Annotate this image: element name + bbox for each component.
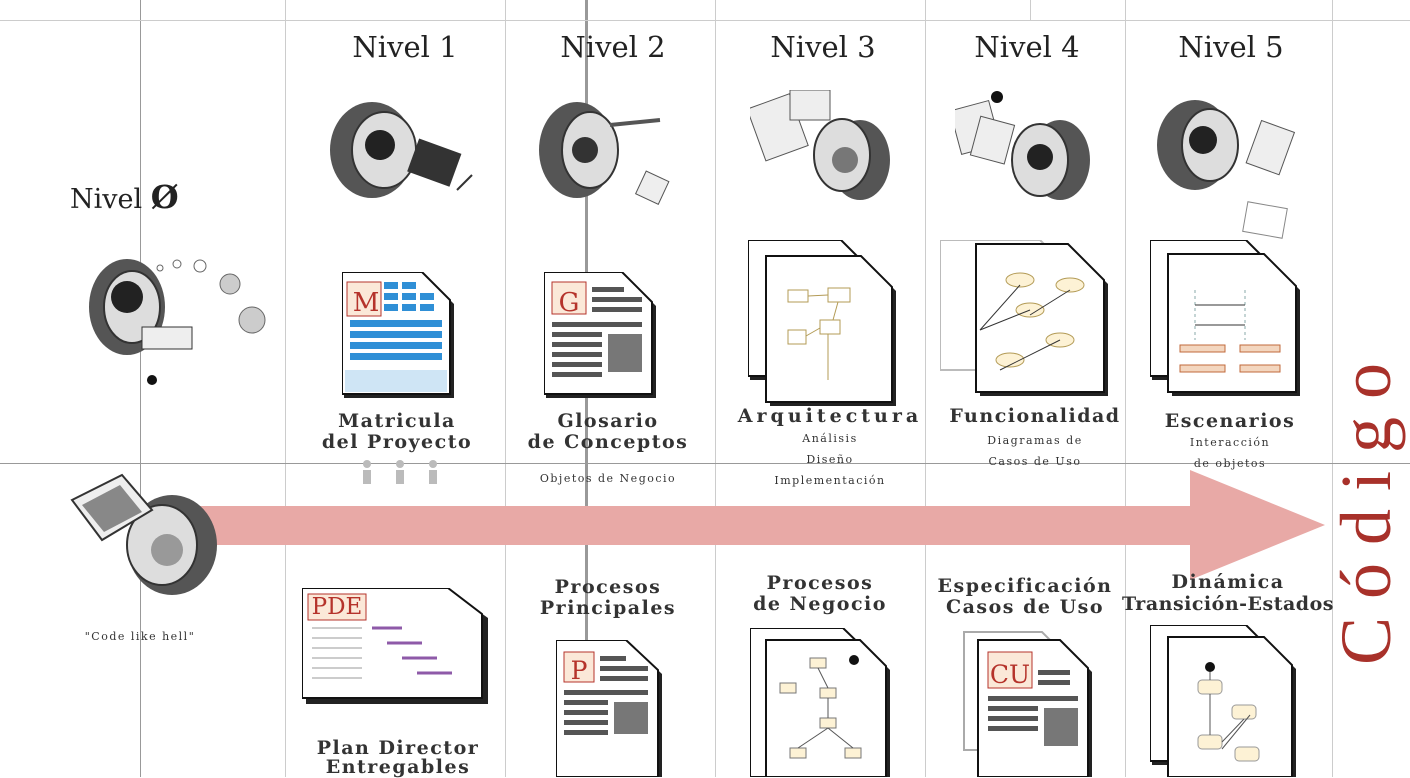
code-like-hell-caption: "Code like hell" — [84, 630, 196, 643]
especificacion-doc-letter: CU — [989, 660, 1031, 689]
procesos-principales-document-icon — [556, 640, 662, 777]
plan-director-title-2: Entregables — [325, 756, 471, 778]
person-thinking-icon — [89, 259, 266, 385]
level-0-title: Nivel Ø — [70, 178, 179, 216]
procesos-negocio-title-2: de Negocio — [753, 593, 887, 615]
person-level-2-icon — [539, 102, 670, 205]
funcionalidad-document-icon — [940, 240, 1108, 396]
level-0-symbol: Ø — [150, 178, 179, 216]
glosario-subtitle: Objetos de Negocio — [539, 472, 677, 485]
escenarios-sub-1: Interacción — [1189, 436, 1271, 449]
person-level-1-icon — [330, 102, 473, 198]
level-2-title: Nivel 2 — [560, 30, 666, 64]
procesos-principales-doc-letter: P — [570, 656, 588, 685]
dinamica-title-1: Dinámica — [1171, 571, 1285, 593]
codigo-label: Código — [1326, 344, 1406, 666]
level-4-title: Nivel 4 — [974, 30, 1080, 64]
column-divider — [285, 0, 286, 777]
glosario-title-2: de Conceptos — [527, 431, 689, 453]
escenarios-document-icon — [1150, 240, 1300, 396]
person-coding-icon — [70, 473, 217, 595]
column-divider — [925, 0, 926, 777]
funcionalidad-title: Funcionalidad — [949, 405, 1121, 427]
procesos-negocio-document-icon — [750, 628, 890, 777]
especificacion-title-1: Especificación — [937, 575, 1113, 597]
level-3-title: Nivel 3 — [770, 30, 876, 64]
especificacion-document-icon — [963, 631, 1092, 777]
glosario-title-1: Glosario — [557, 410, 659, 432]
arquitectura-sub-3: Implementación — [774, 474, 886, 487]
level-1-title: Nivel 1 — [352, 30, 458, 64]
plan-director-doc-letter: PDE — [311, 594, 363, 620]
level-0-label: Nivel — [70, 184, 143, 215]
stakeholders-icon — [363, 460, 437, 484]
row-divider — [0, 463, 1410, 464]
column-divider — [505, 0, 506, 777]
arquitectura-sub-1: Análisis — [802, 432, 858, 445]
column-divider — [140, 0, 141, 777]
arquitectura-title: Arquitectura — [737, 405, 923, 427]
arquitectura-document-icon — [748, 240, 896, 406]
procesos-negocio-title-1: Procesos — [766, 572, 874, 594]
glosario-doc-letter: G — [558, 288, 580, 318]
matricula-title-2: del Proyecto — [321, 431, 473, 453]
column-divider — [715, 0, 716, 777]
level-5-title: Nivel 5 — [1178, 30, 1284, 64]
person-level-4-icon — [955, 91, 1090, 200]
procesos-principales-title-2: Principales — [539, 597, 677, 619]
escenarios-title: Escenarios — [1164, 410, 1296, 432]
column-divider — [1125, 0, 1126, 777]
plan-director-document-icon — [302, 588, 488, 704]
arquitectura-sub-2: Diseño — [806, 453, 854, 466]
matricula-document-icon — [342, 272, 454, 398]
especificacion-title-2: Casos de Uso — [945, 596, 1105, 618]
escenarios-sub-2: de objetos — [1193, 457, 1267, 470]
person-level-3-icon — [750, 90, 890, 200]
dinamica-document-icon — [1150, 625, 1296, 777]
person-level-5-icon — [1157, 100, 1296, 239]
plan-director-title-1: Plan Director — [316, 737, 480, 759]
timeline-arrow — [170, 470, 1325, 580]
column-divider — [1332, 0, 1333, 777]
row-divider — [0, 20, 1410, 21]
funcionalidad-sub-2: Casos de Uso — [988, 455, 1082, 468]
funcionalidad-sub-1: Diagramas de — [987, 434, 1083, 447]
matricula-doc-letter: M — [352, 288, 380, 318]
column-divider — [1030, 0, 1031, 20]
dinamica-title-2: Transición-Estados — [1122, 593, 1334, 615]
matricula-title-1: Matricula — [338, 410, 456, 432]
glosario-document-icon — [544, 272, 656, 398]
procesos-principales-title-1: Procesos — [554, 576, 662, 598]
